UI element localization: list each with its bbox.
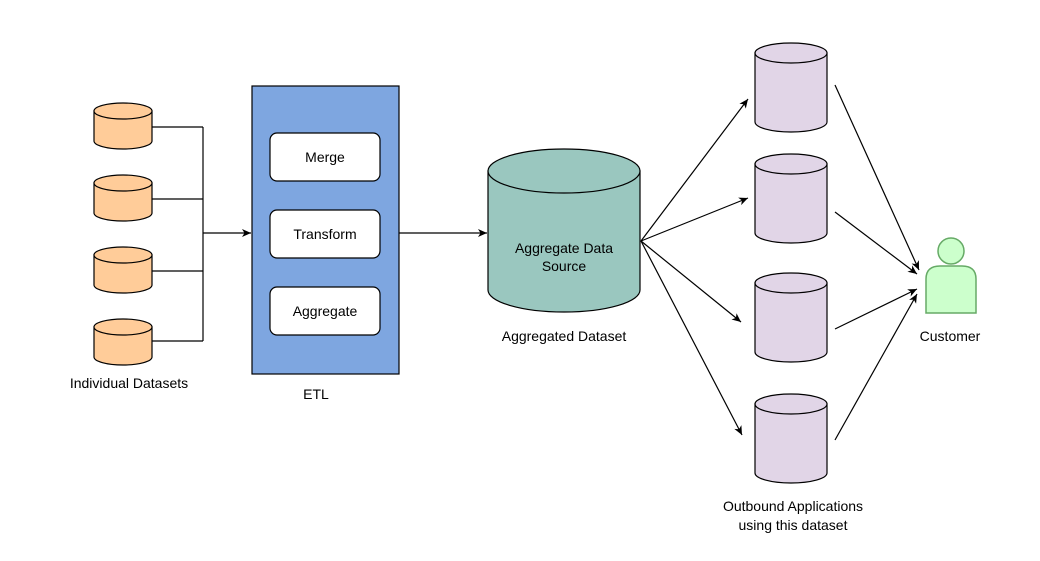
outbound-label-line2: using this dataset bbox=[739, 517, 848, 533]
aggregate-data-source: Aggregate Data Source bbox=[487, 148, 641, 313]
outbound-app-4 bbox=[754, 393, 828, 484]
merge-step: Merge bbox=[269, 132, 381, 182]
transform-label: Transform bbox=[293, 226, 356, 242]
customer-icon bbox=[925, 237, 977, 314]
transform-step: Transform bbox=[269, 209, 381, 259]
outbound-app-2 bbox=[754, 153, 828, 244]
individual-datasets-label: Individual Datasets bbox=[70, 375, 188, 391]
input-dataset-1 bbox=[93, 102, 153, 150]
customer-label: Customer bbox=[920, 328, 981, 344]
merge-label: Merge bbox=[305, 149, 345, 165]
outbound-to-customer-arrows bbox=[834, 84, 920, 441]
aggregate-label: Aggregate bbox=[293, 303, 358, 319]
aggregate-step: Aggregate bbox=[269, 286, 381, 336]
etl-label: ETL bbox=[303, 386, 329, 402]
aggregate-to-outbound-arrows bbox=[640, 98, 749, 436]
outbound-app-1 bbox=[754, 42, 828, 133]
input-dataset-3 bbox=[93, 246, 153, 294]
aggregate-source-line1: Aggregate Data bbox=[515, 240, 613, 256]
outbound-app-3 bbox=[754, 272, 828, 363]
aggregated-dataset-label: Aggregated Dataset bbox=[502, 328, 627, 344]
aggregate-source-line2: Source bbox=[542, 258, 587, 274]
input-connectors bbox=[152, 126, 251, 342]
input-dataset-4 bbox=[93, 318, 153, 366]
outbound-label-line1: Outbound Applications bbox=[723, 498, 863, 514]
input-dataset-2 bbox=[93, 174, 153, 222]
